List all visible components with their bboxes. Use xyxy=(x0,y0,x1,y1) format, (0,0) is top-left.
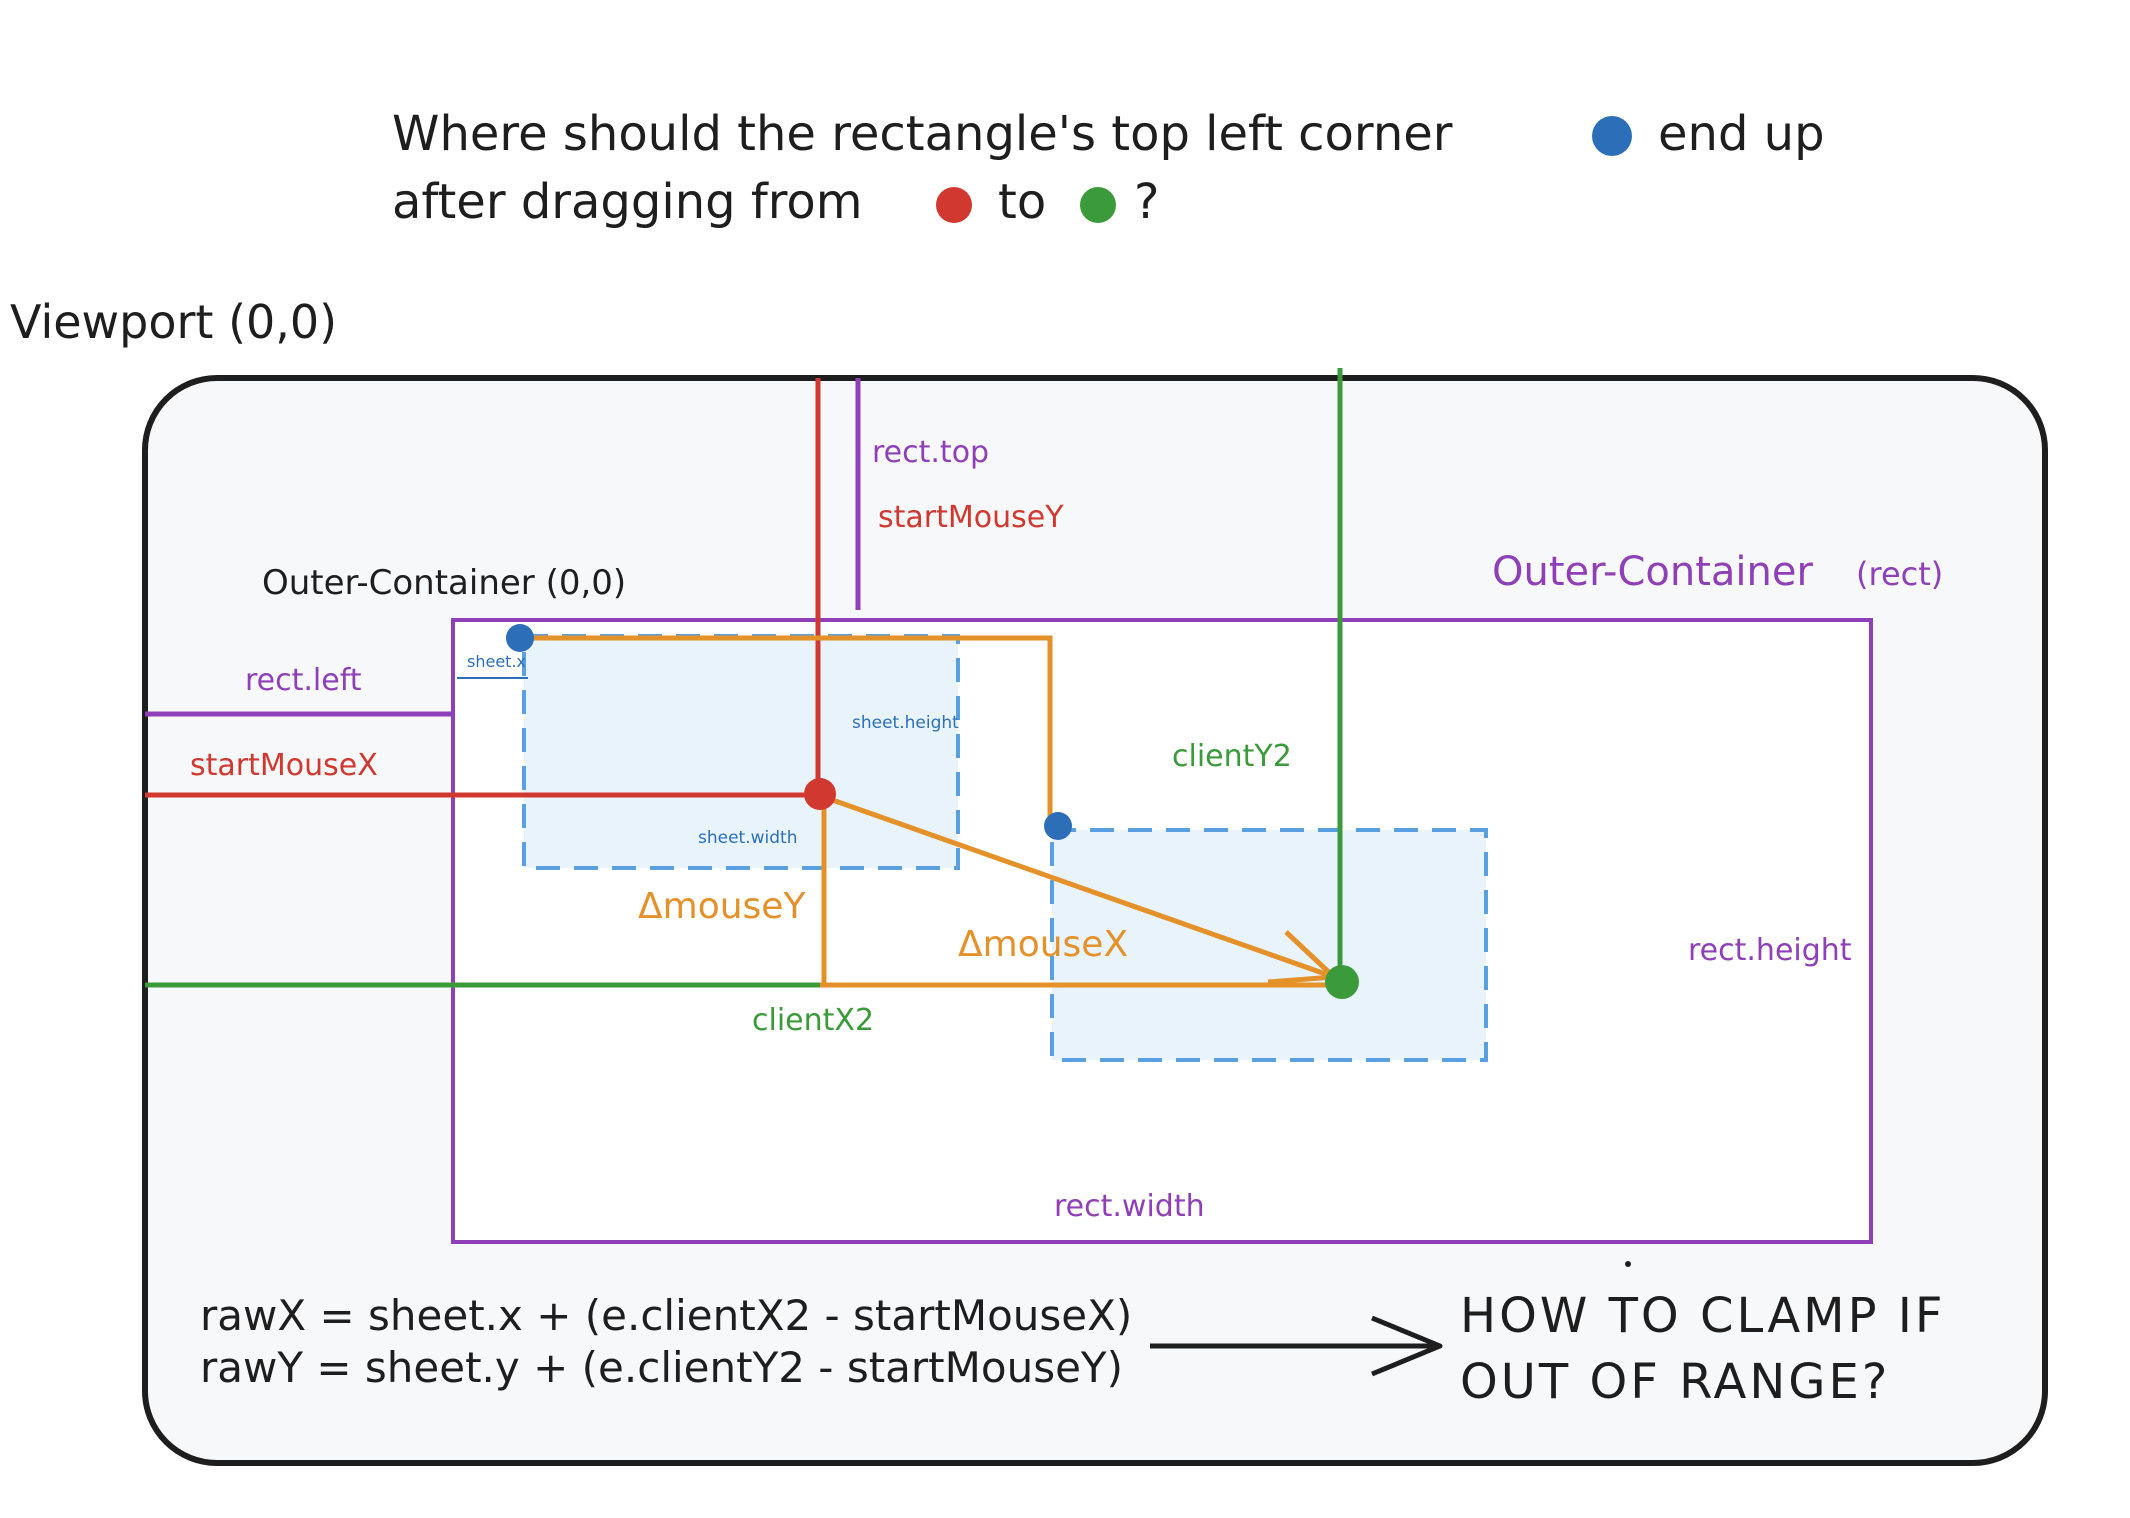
question-line2-end: ? xyxy=(1134,174,1159,230)
raw-x-formula: rawX = sheet.x + (e.clientX2 - startMous… xyxy=(200,1291,1132,1340)
clamp-question-line2: OUT OF RANGE? xyxy=(1460,1354,1890,1410)
question-line2-start: after dragging from xyxy=(392,174,863,230)
sheet-offset-path xyxy=(522,635,1053,828)
client-y2-label: clientY2 xyxy=(1172,739,1292,774)
blue-dot-legend-icon xyxy=(1592,116,1632,156)
clamp-arrow-head xyxy=(1371,1315,1443,1377)
clamp-question-line1: HOW TO CLAMP IF xyxy=(1460,1288,1946,1344)
red-dot-legend-icon xyxy=(936,187,972,223)
moved-corner-dot xyxy=(1044,812,1072,840)
rect-left-label: rect.left xyxy=(245,663,362,698)
delta-mouse-x-label: ΔmouseX xyxy=(958,924,1128,965)
outer-container-rect-label-group: Outer-Container (rect) xyxy=(1492,549,1943,595)
end-mouse-dot xyxy=(1325,965,1359,999)
original-sheet xyxy=(522,634,960,870)
rect-height-label: rect.height xyxy=(1688,933,1852,968)
outer-container-origin-label: Outer-Container (0,0) xyxy=(262,563,626,603)
start-mouse-x-label: startMouseX xyxy=(190,748,378,783)
delta-mouse-y-label: ΔmouseY xyxy=(638,886,806,927)
question-line1-start: Where should the rectangle's top left co… xyxy=(392,106,1453,162)
start-mouse-y-label: startMouseY xyxy=(878,500,1064,535)
stray-dot xyxy=(1625,1261,1631,1267)
sheet-height-label: sheet.height xyxy=(852,713,959,733)
question-heading: Where should the rectangle's top left co… xyxy=(392,106,1825,230)
sheet-width-label: sheet.width xyxy=(698,828,797,848)
question-line2-middle: to xyxy=(998,174,1046,230)
question-line1-end: end up xyxy=(1658,106,1825,162)
raw-y-formula: rawY = sheet.y + (e.clientY2 - startMous… xyxy=(200,1343,1123,1392)
start-mouse-dot xyxy=(804,778,836,810)
drag-vector-line xyxy=(823,794,1335,980)
outer-container-rect-suffix: (rect) xyxy=(1856,555,1943,593)
viewport-label: Viewport (0,0) xyxy=(10,295,337,349)
rect-width-label: rect.width xyxy=(1054,1189,1205,1224)
original-corner-dot xyxy=(506,624,534,652)
outer-container-rect-label: Outer-Container xyxy=(1492,549,1813,595)
green-dot-legend-icon xyxy=(1080,187,1116,223)
client-x2-label: clientX2 xyxy=(752,1003,874,1038)
sheet-x-label: sheet.x xyxy=(467,652,526,671)
rect-top-label: rect.top xyxy=(872,435,989,470)
moved-sheet xyxy=(1050,828,1488,1062)
